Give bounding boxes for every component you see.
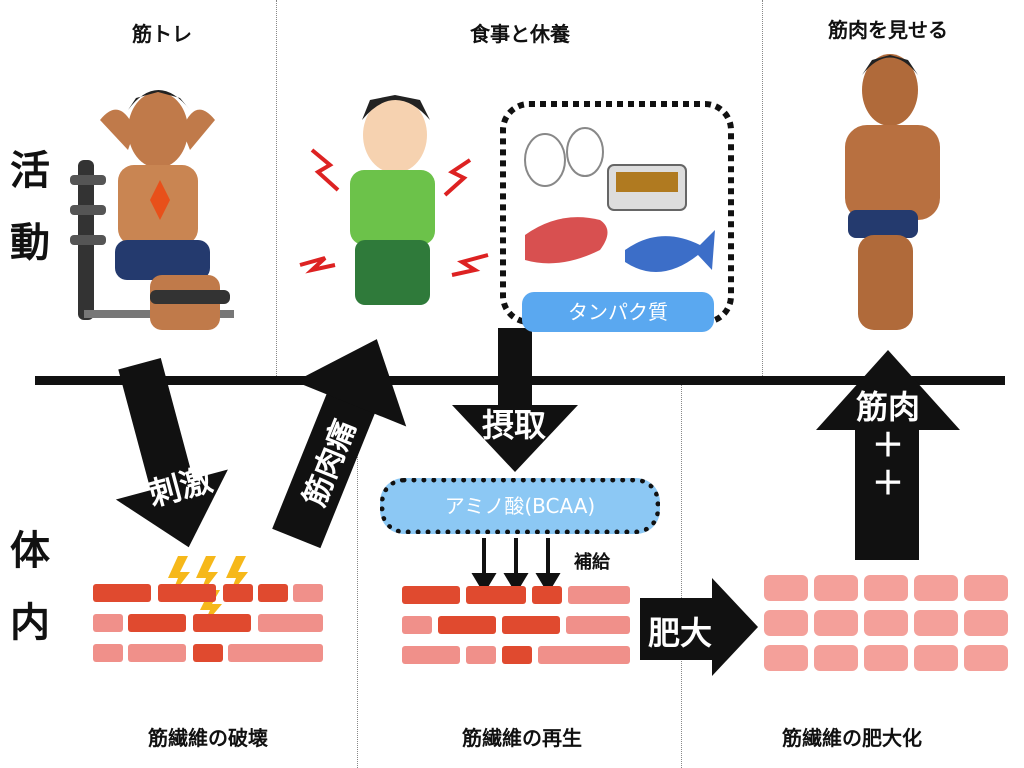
hypertrophy-arrow — [640, 578, 758, 676]
section-title-meal: 食事と休養 — [470, 22, 570, 46]
brick — [864, 645, 908, 671]
muscle-label: 筋肉 ＋ ＋ — [848, 388, 928, 502]
side-char-1: 活 — [10, 148, 50, 194]
brick — [402, 616, 432, 634]
brick — [158, 584, 216, 602]
soreness-arrow — [272, 339, 407, 549]
brick — [223, 584, 253, 602]
hypertrophy-label: 肥大 — [648, 614, 713, 652]
training-man-illustration — [70, 90, 234, 330]
supply-label: 補給 — [574, 552, 610, 573]
brick — [568, 586, 630, 604]
brick — [864, 575, 908, 601]
brick — [764, 575, 808, 601]
brick — [914, 575, 958, 601]
protein-box — [500, 101, 734, 325]
caption-destruction: 筋繊維の破壊 — [148, 726, 268, 750]
brick — [228, 644, 323, 662]
brick — [193, 614, 251, 632]
brick — [814, 645, 858, 671]
muscle-arrow — [816, 350, 960, 560]
muscle-label-line3: ＋ — [871, 464, 904, 502]
muscle-label-line1: 筋肉 — [855, 388, 920, 426]
brick — [964, 575, 1008, 601]
brick — [466, 646, 496, 664]
brick — [964, 610, 1008, 636]
brick — [402, 646, 460, 664]
intake-arrow — [452, 328, 578, 472]
intake-label: 摂取 — [482, 406, 547, 444]
brick — [93, 644, 123, 662]
brick — [128, 614, 186, 632]
divider-top-2 — [762, 0, 763, 376]
brick — [502, 646, 532, 664]
divider-bottom-1 — [357, 385, 358, 768]
amino-acid-pill: アミノ酸(BCAA) — [380, 478, 660, 534]
brick — [193, 644, 223, 662]
brick — [864, 610, 908, 636]
brick — [764, 645, 808, 671]
side-char-3: 体 — [10, 528, 50, 574]
brick — [914, 610, 958, 636]
sore-man-illustration — [299, 95, 489, 305]
brick — [914, 645, 958, 671]
supply-arrows — [471, 538, 561, 594]
side-char-4: 内 — [10, 600, 50, 646]
posing-man-illustration — [845, 54, 940, 330]
brick — [532, 586, 562, 604]
brick — [93, 584, 151, 602]
brick — [466, 586, 526, 604]
stimulus-arrow — [115, 358, 228, 548]
brick — [538, 646, 630, 664]
section-title-show: 筋肉を見せる — [828, 18, 948, 42]
side-label-activity: 活 動 — [0, 135, 60, 279]
brick — [258, 614, 323, 632]
brick — [128, 644, 186, 662]
brick — [566, 616, 630, 634]
divider-bottom-2 — [681, 385, 682, 768]
brick — [814, 575, 858, 601]
brick — [502, 616, 560, 634]
brick — [93, 614, 123, 632]
caption-regeneration: 筋繊維の再生 — [462, 726, 582, 750]
side-label-body: 体 内 — [0, 515, 60, 659]
protein-pill: タンパク質 — [522, 292, 714, 332]
brick — [258, 584, 288, 602]
brick — [764, 610, 808, 636]
brick — [293, 584, 323, 602]
brick — [964, 645, 1008, 671]
brick — [814, 610, 858, 636]
divider-top-1 — [276, 0, 277, 376]
section-title-training: 筋トレ — [132, 22, 192, 46]
caption-hypertrophy: 筋繊維の肥大化 — [782, 726, 922, 750]
side-char-2: 動 — [10, 220, 50, 266]
brick — [438, 616, 496, 634]
muscle-label-line2: ＋ — [871, 426, 904, 464]
brick — [402, 586, 460, 604]
